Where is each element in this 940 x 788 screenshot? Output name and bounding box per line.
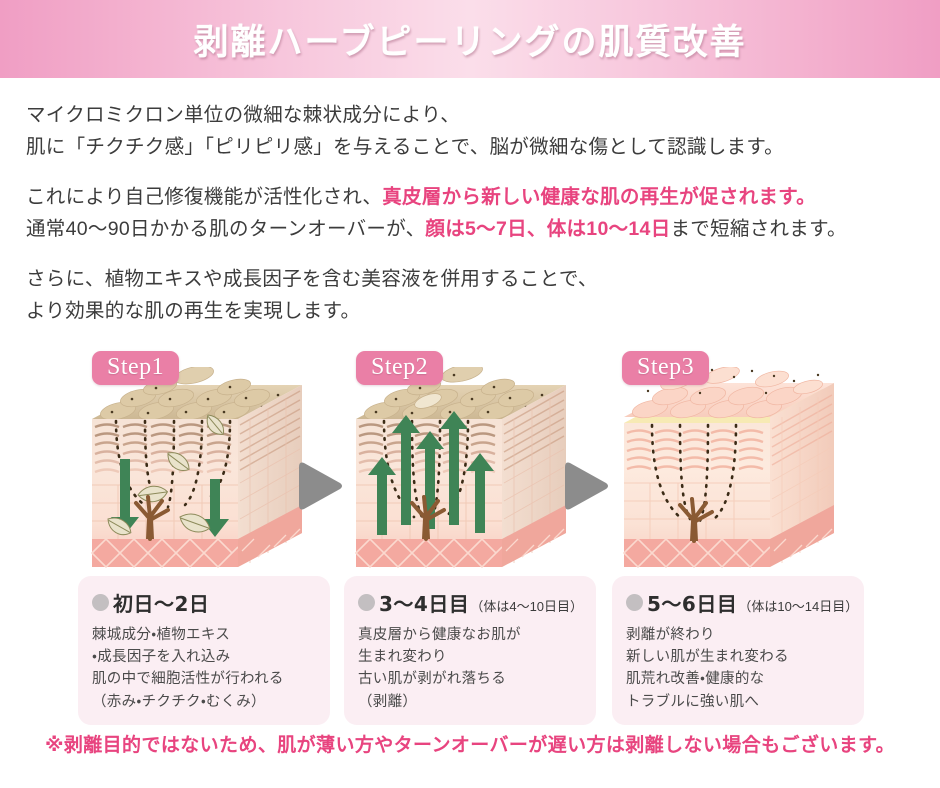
step-badge-2: Step2 (356, 351, 444, 386)
step-badge-label-1: Step1 (107, 354, 165, 381)
intro-paragraph-1: マイクロミクロン単位の微細な棘状成分により、 肌に「チクチク感」「ピリピリ感」を… (26, 100, 940, 163)
card-2-line-2: 生まれ変わり (358, 649, 447, 666)
intro-p2-line2-plain-a: 通常40〜90日かかる肌のターンオーバーが、 (26, 217, 426, 240)
page-header: 剥離ハーブピーリングの肌質改善 (0, 0, 940, 78)
bullet-circle-icon (358, 594, 375, 611)
card-2-header: 3〜4日目 （体は4〜10日目） (358, 588, 586, 617)
intro-p3-line1: さらに、植物エキスや成長因子を含む美容液を併用することで、 (26, 268, 598, 291)
card-2-title: 3〜4日目 (379, 592, 470, 616)
card-1-line-1: 棘城成分・植物エキス (92, 627, 230, 643)
intro-paragraph-3: さらに、植物エキスや成長因子を含む美容液を併用することで、 より効果的な肌の再生… (26, 264, 940, 327)
card-3-line-3: 肌荒れ改善・健康的な (626, 671, 765, 688)
card-1-line-2: ・成長因子を入れ込み (92, 649, 231, 666)
card-2-line-1: 真皮層から健康なお肌が (358, 627, 521, 643)
step-badge-label-3: Step3 (637, 354, 695, 381)
card-1-title: 初日〜2日 (113, 592, 210, 616)
intro-p1-line1: マイクロミクロン単位の微細な棘状成分により、 (26, 104, 461, 126)
step-caption-cards: 初日〜2日 棘城成分・植物エキス ・成長因子を入れ込み 肌の中で細胞活性が行われ… (0, 576, 940, 725)
step-badge-3: Step3 (622, 351, 710, 386)
intro-paragraph-2: これにより自己修復機能が活性化され、真皮層から新しい健康な肌の再生が促されます。… (26, 182, 940, 245)
card-1-header: 初日〜2日 (92, 588, 320, 617)
page-title: 剥離ハーブピーリングの肌質改善 (193, 22, 747, 63)
card-3-line-1: 剥離が終わり (626, 627, 715, 643)
bullet-circle-icon (92, 594, 109, 611)
skin-cross-section-penetration-icon (90, 367, 305, 582)
card-1-line-3: 肌の中で細胞活性が行われる (92, 671, 284, 688)
card-3-title: 5〜6日目 (647, 592, 738, 616)
step-caption-card-3: 5〜6日目 （体は10〜14日目） 剥離が終わり 新しい肌が生まれ変わる 肌荒れ… (612, 576, 864, 725)
card-1-line-4: （赤み・チクチク・むくみ） (92, 693, 266, 710)
skin-cross-section-regeneration-icon (354, 367, 569, 582)
card-3-line-4: トラブルに強い肌へ (626, 693, 760, 710)
step-separator-arrow-1 (296, 457, 348, 515)
skin-cross-section-peeling-icon (622, 367, 837, 582)
intro-p1-line2: 肌に「チクチク感」「ピリピリ感」を与えることで、脳が微細な傷として認識します。 (26, 135, 784, 158)
intro-p2-line2-highlight: 顔は5〜7日、体は10〜14日 (425, 217, 671, 240)
card-2-subtitle: （体は4〜10日目） (470, 599, 584, 614)
card-3-header: 5〜6日目 （体は10〜14日目） (626, 588, 858, 617)
steps-diagram-area: Step1 (0, 349, 940, 749)
intro-p2-line1-highlight: 真皮層から新しい健康な肌の再生が促されます。 (382, 186, 816, 209)
card-2-line-4: （剥離） (358, 693, 418, 710)
card-2-line-3: 古い肌が剥がれ落ちる (358, 671, 506, 688)
step-caption-card-1: 初日〜2日 棘城成分・植物エキス ・成長因子を入れ込み 肌の中で細胞活性が行われ… (78, 576, 330, 725)
intro-p3-line2: より効果的な肌の再生を実現します。 (26, 299, 361, 322)
step-caption-card-2: 3〜4日目 （体は4〜10日目） 真皮層から健康なお肌が 生まれ変わり 古い肌が… (344, 576, 596, 725)
intro-p2-line1-plain: これにより自己修復機能が活性化され、 (26, 186, 383, 209)
step-separator-arrow-2 (562, 457, 614, 515)
card-3-line-2: 新しい肌が生まれ変わる (626, 649, 789, 666)
step-badge-1: Step1 (92, 351, 180, 386)
card-3-subtitle: （体は10〜14日目） (738, 599, 859, 614)
step-badge-label-2: Step2 (371, 354, 429, 381)
footnote-disclaimer: ※剥離目的ではないため、肌が薄い方やターンオーバーが遅い方は剥離しない場合もござ… (44, 735, 896, 756)
bullet-circle-icon (626, 594, 643, 611)
intro-p2-line2-plain-b: まで短縮されます。 (670, 217, 847, 240)
intro-text-block: マイクロミクロン単位の微細な棘状成分により、 肌に「チクチク感」「ピリピリ感」を… (0, 78, 940, 327)
